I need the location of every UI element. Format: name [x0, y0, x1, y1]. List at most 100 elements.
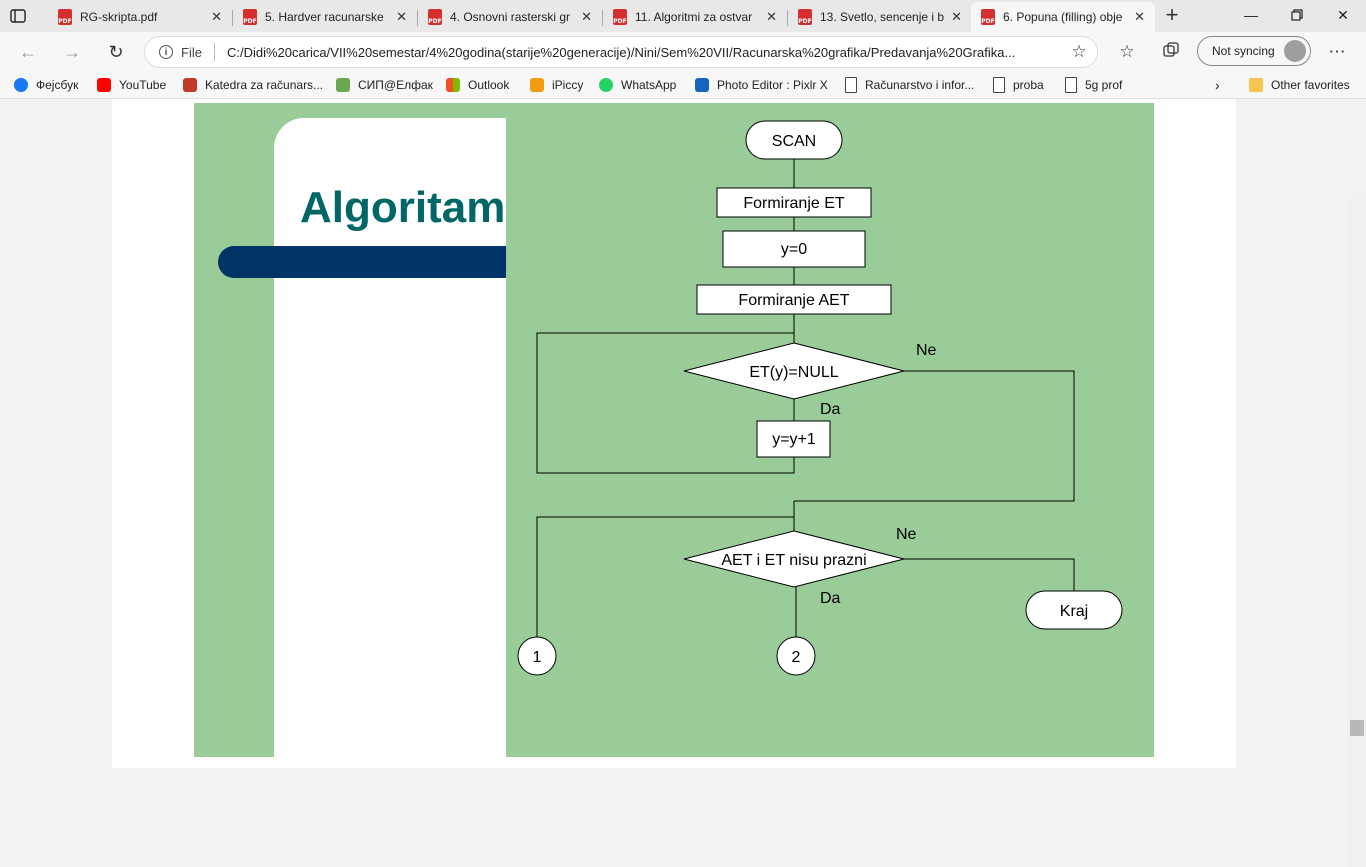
decision2-no-label: Ne: [896, 526, 917, 543]
outlook-icon: [446, 78, 460, 92]
close-icon[interactable]: ✕: [211, 9, 222, 24]
tab-0[interactable]: PDF RG-skripta.pdf ✕: [48, 2, 233, 32]
fav-label: Računarstvo i infor...: [865, 78, 975, 92]
avatar: [1284, 40, 1306, 62]
connector-2-label: 2: [792, 649, 801, 666]
scrollbar-thumb[interactable]: [1350, 720, 1364, 736]
tab-1[interactable]: PDF 5. Hardver racunarske ✕: [233, 2, 418, 32]
fav-item-ipiccy[interactable]: iPiccy: [530, 76, 583, 94]
decision-aet-et-not-empty-label: AET i ET nisu prazni: [721, 552, 866, 569]
fav-item-5gprof[interactable]: 5g prof: [1065, 76, 1122, 94]
whatsapp-icon: [599, 78, 613, 92]
close-icon[interactable]: ✕: [1134, 9, 1145, 24]
favorites-icon[interactable]: ☆: [1119, 42, 1135, 61]
decision-et-null-label: ET(y)=NULL: [749, 364, 838, 381]
folder-icon: [1249, 78, 1263, 92]
page-icon: [1065, 77, 1077, 93]
scrollbar[interactable]: [1348, 198, 1366, 867]
fav-label: СИП@Елфак: [358, 78, 433, 92]
page-icon: [993, 77, 1005, 93]
process-y-increment: [756, 420, 831, 458]
fav-label: proba: [1013, 78, 1044, 92]
flowchart: SCAN Formiranje ET y=0 Formiranje AET ET…: [517, 120, 1123, 676]
more-menu-icon[interactable]: ⋯: [1328, 42, 1346, 61]
fav-label: Фејсбук: [36, 78, 79, 92]
slide-title-panel: [274, 118, 506, 757]
fav-label: 5g prof: [1085, 78, 1123, 92]
fav-label: Katedra za računars...: [205, 78, 324, 92]
decision-aet-et-not-empty: [683, 530, 905, 588]
process-y-init-label: y=0: [781, 241, 807, 258]
pdf-icon: PDF: [613, 9, 627, 25]
fav-label: WhatsApp: [621, 78, 677, 92]
address-bar-row: ← → ↻ i File C:/Didi%20carica/VII%20seme…: [0, 32, 1366, 72]
flowchart-panel: SCAN Formiranje ET y=0 Formiranje AET ET…: [506, 103, 1154, 757]
tab-title: 6. Popuna (filling) obje: [1003, 10, 1123, 24]
connector-2: [776, 636, 816, 676]
fav-item-whatsapp[interactable]: WhatsApp: [599, 76, 676, 94]
fav-item-katedra[interactable]: Katedra za računars...: [183, 76, 323, 94]
slide-title-bar: [218, 246, 506, 278]
fav-item-racunarstvo[interactable]: Računarstvo i infor...: [845, 76, 974, 94]
pdf-icon: PDF: [798, 9, 812, 25]
add-favorite-icon[interactable]: ☆: [1071, 42, 1087, 61]
restore-button[interactable]: [1274, 0, 1320, 30]
fav-item-proba[interactable]: proba: [993, 76, 1044, 94]
process-y-increment-label: y=y+1: [772, 431, 816, 448]
back-button[interactable]: ←: [19, 42, 37, 62]
slide-title: Algoritam: [300, 183, 506, 232]
process-y-init: [722, 230, 866, 268]
end-terminal: [1025, 590, 1123, 630]
fav-item-outlook[interactable]: Outlook: [446, 76, 509, 94]
fav-label: YouTube: [119, 78, 167, 92]
sip-icon: [336, 78, 350, 92]
connector-1: [517, 636, 557, 676]
fav-item-facebook[interactable]: Фејсбук: [14, 76, 78, 94]
tab-title: 4. Osnovni rasterski gr: [450, 10, 571, 24]
tab-title: RG-skripta.pdf: [80, 10, 158, 24]
close-icon[interactable]: ✕: [396, 9, 407, 24]
sync-button[interactable]: Not syncing: [1197, 36, 1311, 66]
youtube-icon: [97, 78, 111, 92]
minimize-button[interactable]: —: [1244, 7, 1258, 23]
fav-label: iPiccy: [552, 78, 584, 92]
close-window-button[interactable]: ✕: [1337, 6, 1349, 23]
forward-button[interactable]: →: [63, 42, 81, 62]
url-text[interactable]: C:/Didi%20carica/VII%20semestar/4%20godi…: [226, 44, 1016, 60]
close-icon[interactable]: ✕: [581, 9, 592, 24]
tab-bar: PDF RG-skripta.pdf ✕ PDF 5. Hardver racu…: [0, 0, 1366, 32]
url-field[interactable]: i File C:/Didi%20carica/VII%20semestar/4…: [144, 36, 1098, 68]
fav-item-youtube[interactable]: YouTube: [97, 76, 166, 94]
tab-2[interactable]: PDF 4. Osnovni rasterski gr ✕: [418, 2, 603, 32]
sync-label: Not syncing: [1212, 44, 1275, 58]
process-formiranje-aet-label: Formiranje AET: [738, 292, 849, 309]
fav-item-pixlr[interactable]: Photo Editor : Pixlr X: [695, 76, 828, 94]
page-icon: [845, 77, 857, 93]
close-icon[interactable]: ✕: [951, 9, 962, 24]
slide: Algoritam SCAN Formiranje ET y=0 Formira…: [194, 103, 1154, 757]
fav-label: Photo Editor : Pixlr X: [717, 78, 828, 92]
decision2-yes-label: Da: [820, 590, 841, 607]
chevron-right-icon[interactable]: ›: [1215, 77, 1220, 93]
tab-5-active[interactable]: PDF 6. Popuna (filling) obje ✕: [971, 2, 1155, 32]
collections-icon[interactable]: [1160, 41, 1182, 63]
fav-item-sip[interactable]: СИП@Елфак: [336, 76, 433, 94]
tab-4[interactable]: PDF 13. Svetlo, sencenje i b ✕: [788, 2, 972, 32]
info-icon[interactable]: i: [159, 45, 173, 59]
pdf-icon: PDF: [428, 9, 442, 25]
other-favorites-button[interactable]: Other favorites: [1249, 76, 1350, 94]
end-label: Kraj: [1060, 603, 1088, 620]
pdf-icon: PDF: [981, 9, 995, 25]
connector-1-label: 1: [533, 649, 542, 666]
close-icon[interactable]: ✕: [766, 9, 777, 24]
refresh-button[interactable]: ↻: [108, 42, 124, 62]
decision1-yes-label: Da: [820, 401, 841, 418]
new-tab-button[interactable]: +: [1165, 2, 1179, 27]
ipiccy-icon: [530, 78, 544, 92]
favorites-bar: Фејсбук YouTube Katedra za računars... С…: [0, 72, 1366, 99]
tab-actions-icon[interactable]: [6, 5, 30, 27]
other-favorites-label: Other favorites: [1271, 78, 1350, 92]
tab-3[interactable]: PDF 11. Algoritmi za ostvar ✕: [603, 2, 788, 32]
process-formiranje-aet: [696, 284, 892, 315]
file-label: File: [181, 44, 202, 60]
